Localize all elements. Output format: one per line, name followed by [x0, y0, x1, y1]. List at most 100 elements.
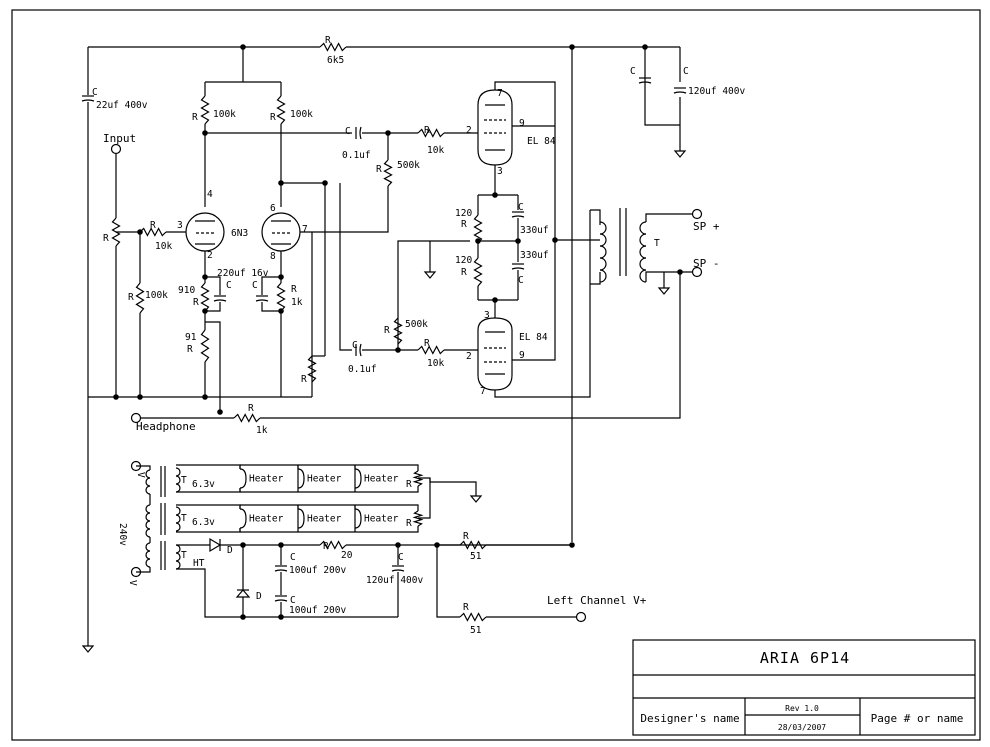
transformer-coil [175, 560, 181, 570]
resistor [200, 282, 210, 312]
value-c-01uf-top: 0.1uf [342, 150, 371, 161]
transformer-coil [145, 477, 151, 487]
junction-dot [475, 238, 481, 244]
label-c: C [345, 126, 351, 137]
label-c: C [92, 87, 98, 98]
wire [176, 504, 241, 509]
resistor [417, 345, 445, 355]
transformer-coil [145, 485, 151, 495]
terminal [691, 208, 703, 220]
value-r-1k-cath: 1k [291, 297, 303, 308]
junction-dot [492, 297, 498, 303]
pin-label: 3 [177, 220, 183, 231]
pin-label: 7 [497, 88, 503, 99]
wire [418, 477, 477, 490]
label-r: R [424, 338, 430, 349]
value-r-51-a: 51 [470, 551, 482, 562]
value-r-100k-b: 100k [290, 109, 313, 120]
resistor [383, 159, 393, 187]
junction-dot [202, 274, 208, 280]
label-r: R [323, 541, 329, 552]
pin-label: 8 [270, 251, 276, 262]
wiring [87, 46, 692, 640]
junction-dot [137, 394, 143, 400]
value-r-6k5: 6k5 [327, 55, 344, 66]
junction-dot [240, 614, 246, 620]
resistor [276, 282, 286, 312]
resistor [139, 227, 167, 237]
value-r-120-a: 120 [455, 208, 472, 219]
label-input: Input [103, 132, 136, 145]
wire [494, 210, 591, 398]
junction-dot [395, 542, 401, 548]
tube-6n3-a [185, 212, 225, 252]
resistor [459, 612, 487, 622]
transformer-coil [639, 257, 647, 271]
annotations: R 6k5 C 22uf 400v C C 120uf 400v R 100k … [92, 35, 745, 636]
junction-dot [278, 180, 284, 186]
heater-label: Heater [364, 514, 399, 525]
value-r-1k-hp: 1k [256, 425, 268, 436]
terminal [130, 412, 142, 424]
label-r: R [270, 112, 276, 123]
label-el84-top: EL 84 [527, 136, 556, 147]
heater-label: Heater [249, 514, 284, 525]
label-sp-minus: SP - [693, 257, 720, 270]
label-r: R [248, 403, 254, 414]
pin-label: 3 [497, 166, 503, 177]
value-r-10k-in: 10k [155, 241, 172, 252]
junction-dot [385, 130, 391, 136]
pin-label: 2 [466, 125, 472, 136]
wire [240, 464, 419, 471]
junction-dot [137, 229, 143, 235]
resistor [473, 214, 483, 244]
capacitor [81, 99, 95, 102]
transformer-coil [599, 245, 607, 259]
label-c: C [352, 340, 358, 351]
revision: Rev 1.0 [785, 704, 819, 713]
junction-dot [217, 409, 223, 415]
value-c-330uf-a: 330uf [520, 225, 549, 236]
transformer-coil [175, 522, 181, 532]
wire [205, 276, 221, 295]
capacitor [274, 569, 288, 572]
wire [240, 486, 419, 493]
resistor [393, 317, 403, 345]
wire [261, 276, 281, 295]
value-r-500k-bot: 500k [405, 319, 428, 330]
junction-dot [202, 308, 208, 314]
wire [436, 545, 460, 618]
wire [590, 209, 601, 225]
value-r-20: 20 [341, 550, 353, 561]
capacitor [638, 81, 652, 84]
label-c: C [226, 280, 232, 291]
junction-dot [240, 542, 246, 548]
label-d: D [227, 545, 233, 556]
pin-label: 3 [484, 310, 490, 321]
label-c: C [252, 280, 258, 291]
junction-dot [552, 237, 558, 243]
junction-dot [278, 274, 284, 280]
transformer-coil [599, 221, 607, 235]
wire [261, 302, 281, 312]
label-r: R [291, 284, 297, 295]
label-6n3: 6N3 [231, 228, 248, 239]
heater-filament [354, 508, 362, 529]
transformer-coil [175, 506, 181, 516]
resistor [233, 413, 261, 423]
wire [176, 528, 241, 533]
label-t: T [654, 238, 660, 249]
pin-label: 6 [270, 203, 276, 214]
heater-filament [354, 468, 362, 489]
value-r-500k-top: 500k [397, 160, 420, 171]
transformer-coil [639, 269, 647, 283]
terminal [130, 460, 142, 472]
label-r: R [192, 112, 198, 123]
junction-dot [492, 192, 498, 198]
label-r: R [461, 267, 467, 278]
wire [494, 81, 556, 240]
label-r: R [325, 35, 331, 46]
pin-label: 2 [207, 250, 213, 261]
value-c-100uf-a: 100uf 200v [289, 565, 346, 576]
